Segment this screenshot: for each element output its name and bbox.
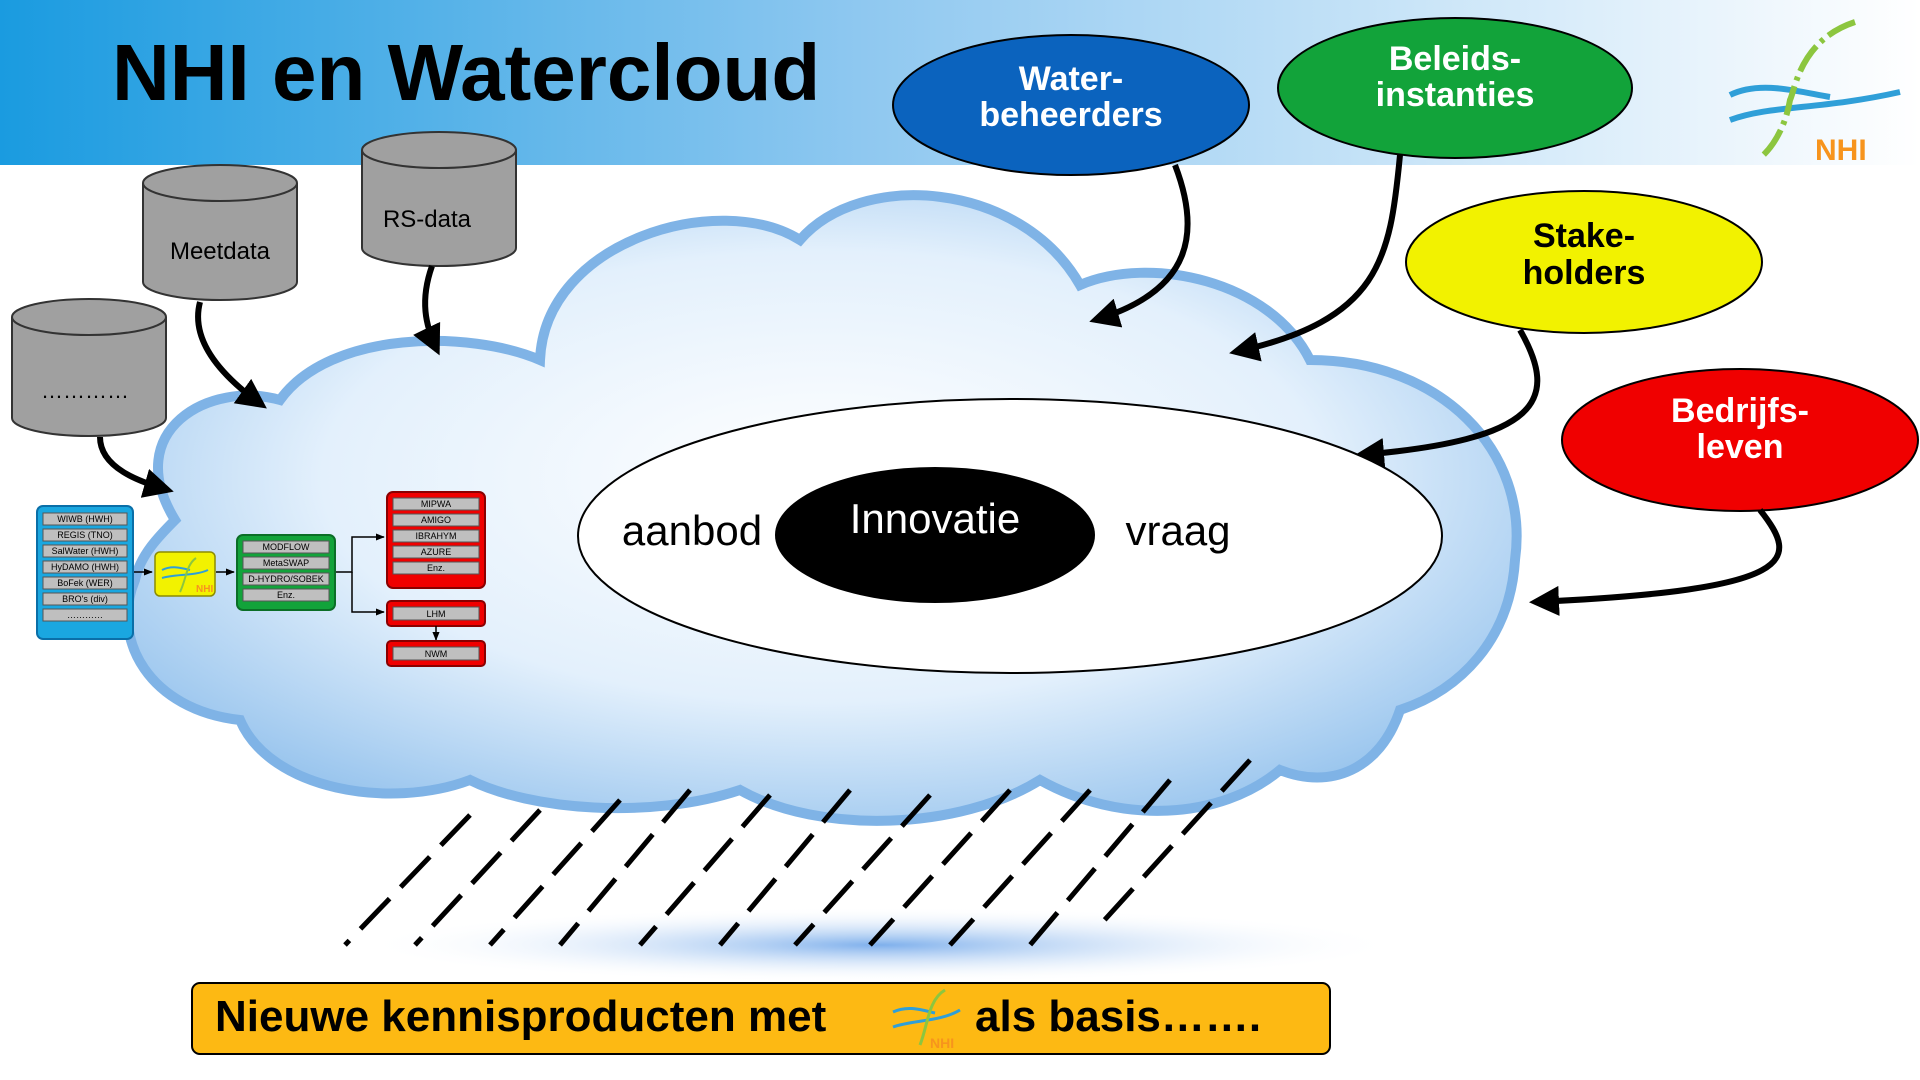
innovation-center: Innovatie <box>850 495 1020 542</box>
stakeholder-line1: Stake- <box>1533 217 1635 255</box>
nhi-logo-text: NHI <box>1815 134 1867 167</box>
source-item: WIWB (HWH) <box>57 514 112 524</box>
arrow-bedrijfsleven <box>1529 508 1783 616</box>
stakeholder-line1: Beleids- <box>1389 40 1521 78</box>
banner-box <box>191 982 1331 1055</box>
rain-streak <box>1028 778 1172 947</box>
models-list: MODFLOW MetaSWAP D-HYDRO/SOBEK Enz. <box>242 540 330 602</box>
rain-streak <box>948 788 1092 947</box>
flow-arrow <box>336 533 385 573</box>
stakeholder-line1: Water- <box>1019 60 1124 98</box>
application-item: AZURE <box>421 547 452 557</box>
sources-list: WIWB (HWH) REGIS (TNO) SalWater (HWH) Hy… <box>42 512 128 622</box>
rain-streak <box>343 813 472 947</box>
rain-streak <box>558 788 692 947</box>
application-item: Enz. <box>427 563 445 573</box>
arrow-beleidsinstanties <box>1229 154 1403 362</box>
rain-streaks <box>343 758 1252 947</box>
innovation-demand: vraag <box>1125 507 1230 554</box>
stakeholder-stakeholders: Stake- holders <box>1405 190 1763 334</box>
stakeholder-line2: beheerders <box>979 96 1162 134</box>
application-item: IBRAHYM <box>415 531 456 541</box>
arrow-waterbeheerders <box>1089 163 1191 328</box>
model-item: Enz. <box>277 590 295 600</box>
database-rs-data: RS-data <box>361 131 517 267</box>
bottom-banner: Nieuwe kennisproducten met NHI als basis… <box>191 982 1331 1055</box>
flow-arrow <box>351 572 385 616</box>
innovation-core <box>775 467 1095 603</box>
application-item: AMIGO <box>421 515 451 525</box>
source-item: BoFek (WER) <box>57 578 113 588</box>
stakeholder-arrows <box>1089 154 1783 616</box>
stakeholder-line2: holders <box>1523 254 1646 292</box>
banner-text-end: als basis……. <box>975 992 1261 1041</box>
model-item: MODFLOW <box>263 542 311 552</box>
nhi-banner-logo-text: NHI <box>930 1035 954 1051</box>
arrow-stakeholders <box>1354 328 1541 468</box>
output-item: NWM <box>425 649 448 659</box>
database-meetdata: Meetdata <box>142 164 298 301</box>
nhi-mini-logo-text: NHI <box>196 584 213 595</box>
database-label: ………… <box>41 378 129 403</box>
rain-streak <box>1098 758 1252 927</box>
model-item: D-HYDRO/SOBEK <box>248 574 324 584</box>
model-item: MetaSWAP <box>263 558 309 568</box>
stakeholder-line2: instanties <box>1376 76 1535 114</box>
database-other: ………… <box>11 298 167 437</box>
page-title: NHI en Watercloud <box>112 28 820 117</box>
rain-streak <box>488 798 622 947</box>
rain-streak <box>413 808 542 947</box>
banner-text-start: Nieuwe kennisproducten met <box>215 992 827 1041</box>
database-label: RS-data <box>383 206 472 233</box>
nhi-logo: NHI <box>1728 19 1901 167</box>
arrow-rs-data <box>413 265 441 356</box>
source-item: REGIS (TNO) <box>57 530 113 540</box>
stakeholder-beleidsinstanties: Beleids- instanties <box>1277 17 1633 159</box>
rain-streak <box>718 788 852 947</box>
source-item: BRO's (div) <box>62 594 108 604</box>
innovation-supply: aanbod <box>622 507 762 554</box>
innovation-panel: aanbod Innovatie vraag <box>577 398 1443 674</box>
rain-streak <box>868 788 1012 947</box>
rain-streak <box>793 793 932 947</box>
source-item: HyDAMO (HWH) <box>51 562 119 572</box>
stakeholder-bedrijfsleven: Bedrijfs- leven <box>1561 368 1919 512</box>
applications-list: MIPWA AMIGO IBRAHYM AZURE Enz. <box>392 497 480 575</box>
nhi-mini-logo-icon: NHI <box>161 557 213 595</box>
stakeholder-line2: leven <box>1697 428 1784 466</box>
output-item: LHM <box>426 609 445 619</box>
stakeholder-line1: Bedrijfs- <box>1671 392 1809 430</box>
nhi-flow-diagram: WIWB (HWH) REGIS (TNO) SalWater (HWH) Hy… <box>36 491 486 667</box>
database-arrows <box>97 265 441 498</box>
nhi-banner-logo-icon: NHI <box>892 988 961 1051</box>
arrow-meetdata <box>195 301 267 409</box>
source-item: SalWater (HWH) <box>52 546 119 556</box>
rain-streak <box>638 793 772 947</box>
database-label: Meetdata <box>170 238 271 265</box>
arrow-other <box>97 436 174 498</box>
source-item: ………… <box>67 610 103 620</box>
application-item: MIPWA <box>421 499 451 509</box>
rain-puddle <box>360 907 1400 983</box>
stakeholder-waterbeheerders: Water- beheerders <box>892 34 1250 176</box>
